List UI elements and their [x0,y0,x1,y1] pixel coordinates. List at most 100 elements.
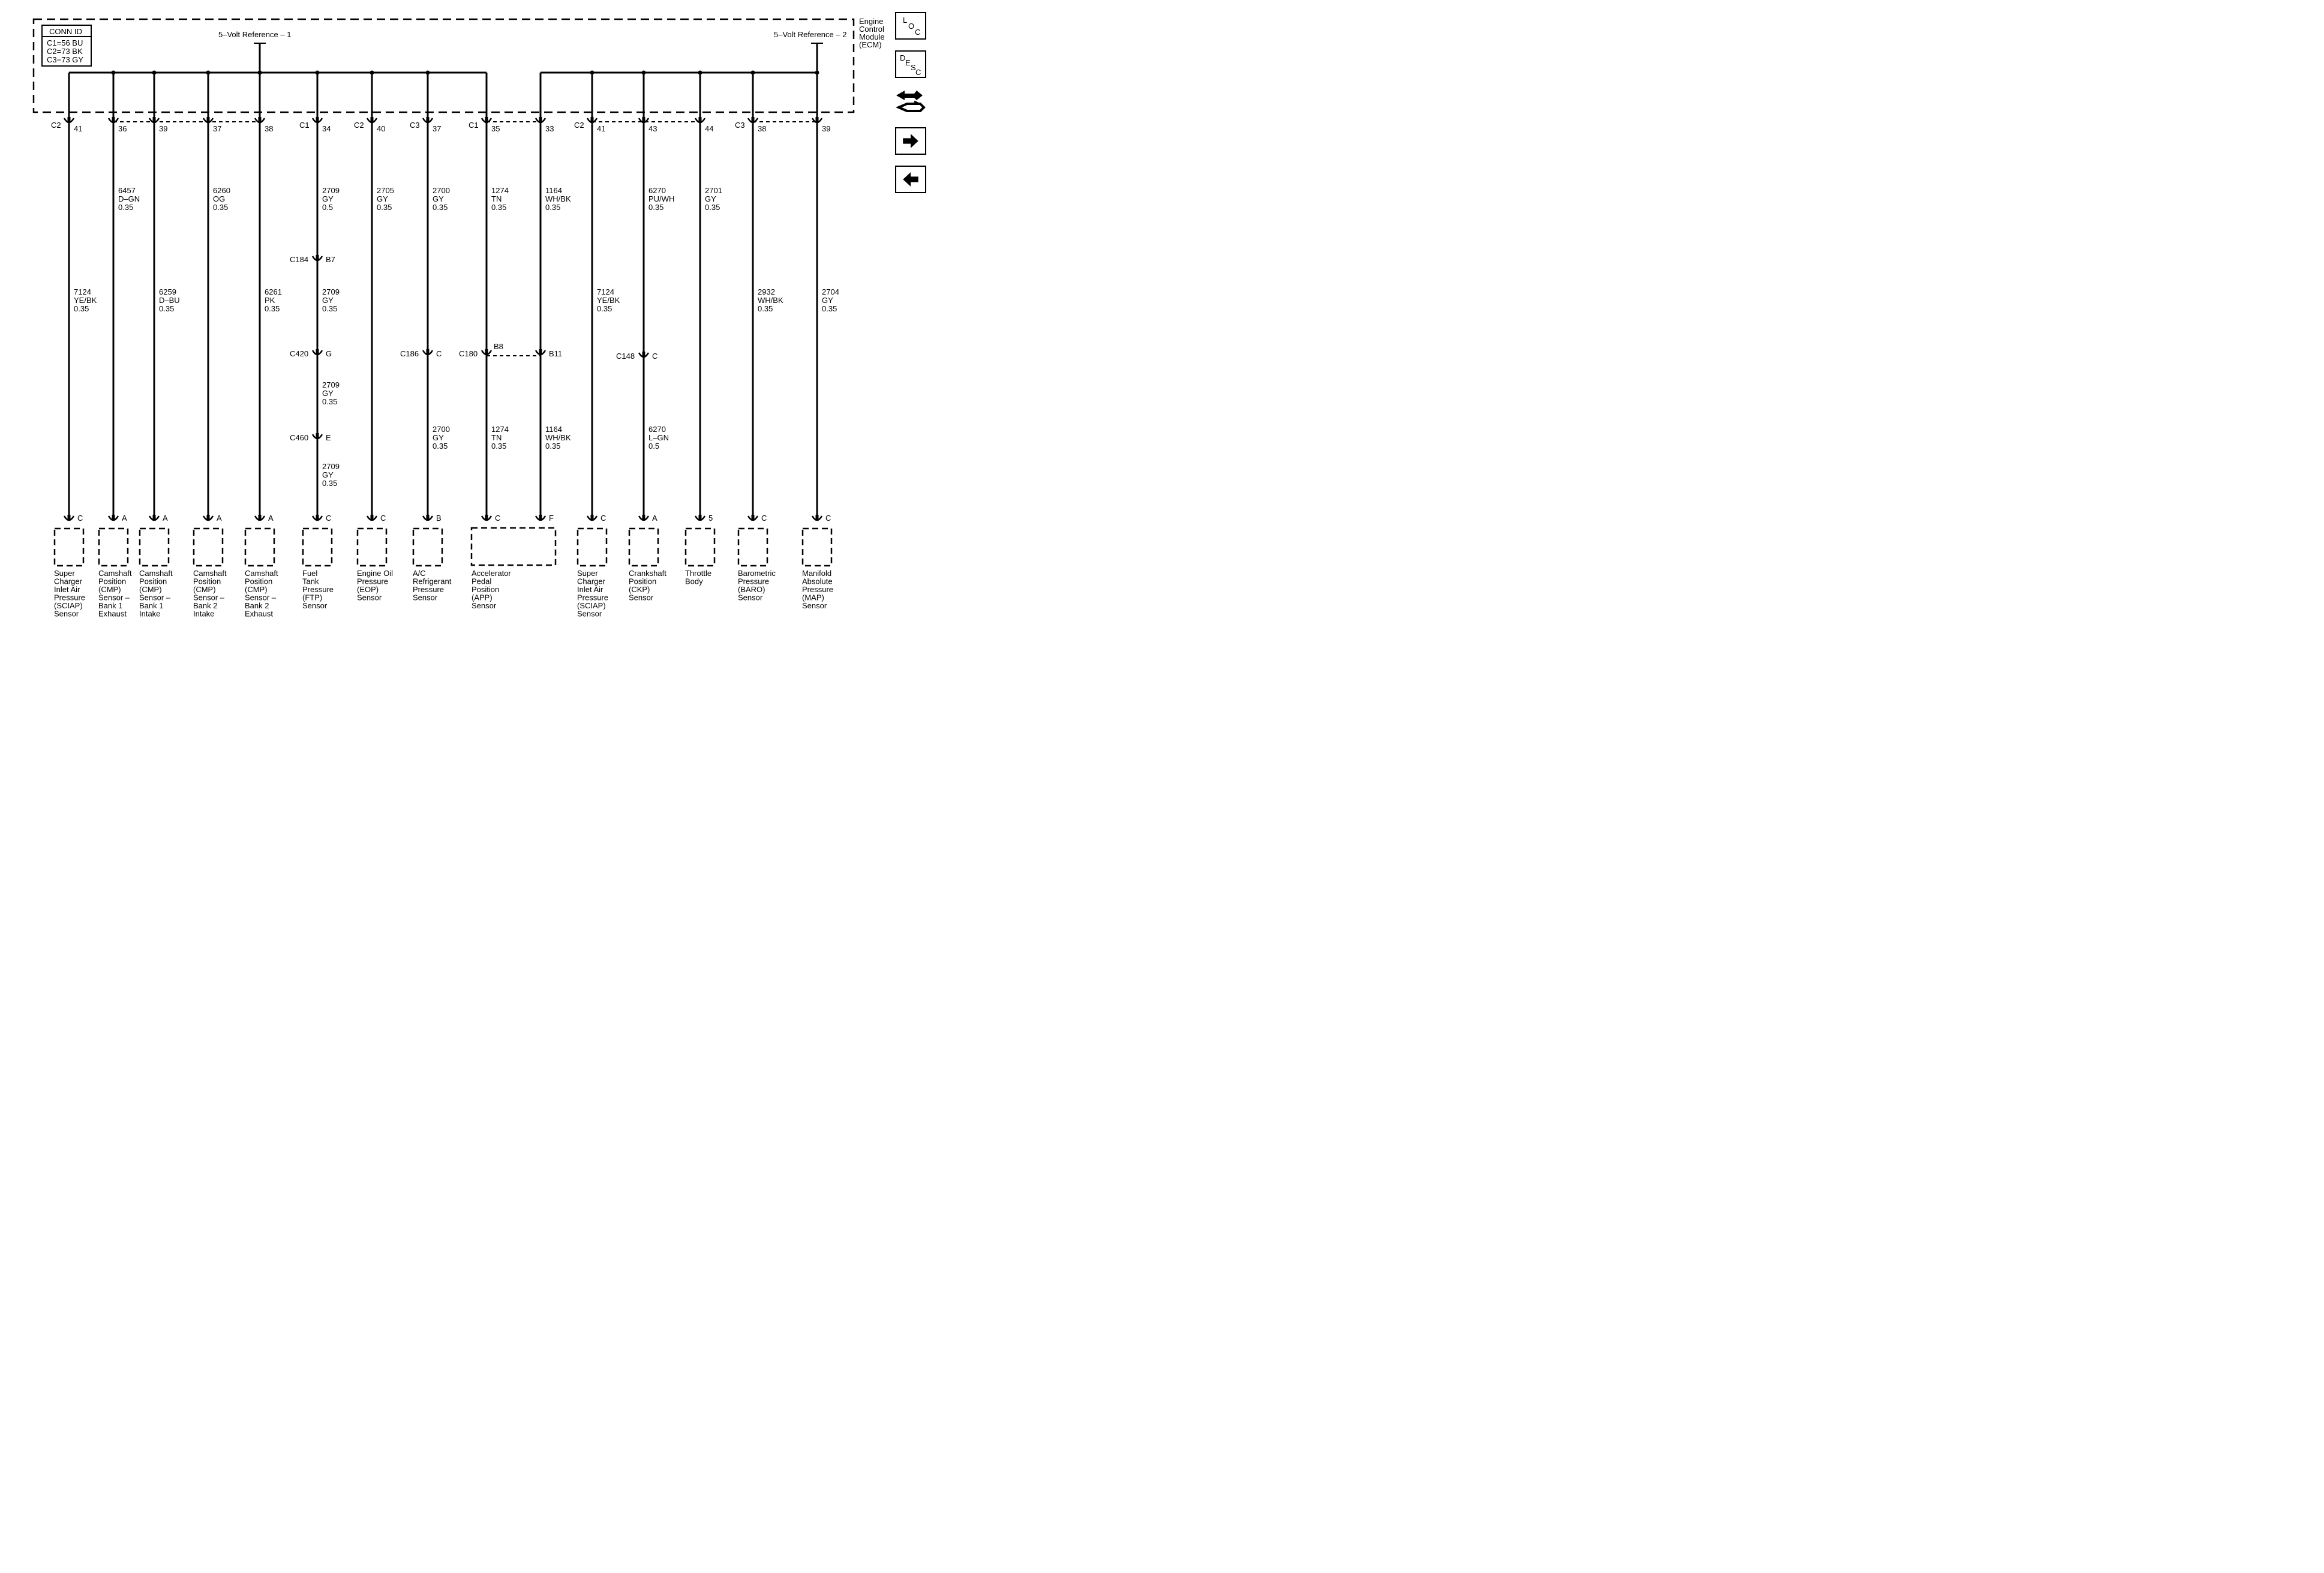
inline-connector [638,352,650,358]
sensor-name-line: Accelerator [472,569,511,578]
wire-label: 1164 [545,186,562,195]
splice-dot [425,70,430,75]
ecm-boundary [32,18,855,113]
ecm-connector-terminal [311,117,323,124]
circuit [356,70,388,567]
wire-label: 0.35 [322,397,337,406]
sensor-box [628,527,659,567]
sensor-name-line: Sensor [577,610,602,619]
sensor-connector-terminal [311,515,323,521]
schematic-icon[interactable] [894,87,927,117]
sensor-connector-terminal [747,515,759,521]
sensor-pin: A [217,514,222,523]
wire-label: 0.5 [322,203,333,212]
wire-label: 0.5 [648,442,659,451]
sensor-name-line: Intake [193,610,214,619]
ecm-connector-terminal [366,117,378,124]
inline-connector-id: C460 [290,433,308,442]
sensor-name-line: Absolute [802,577,833,586]
sensor-name-line: (EOP) [357,585,379,594]
ecm-pin-number: 33 [545,124,554,133]
ecm-connector-id: C1 [469,121,479,130]
wire-label: 0.35 [377,203,392,212]
conn-id-row: C1=56 BU [47,38,83,47]
sensor-name-line: Sensor [629,593,654,602]
sensor-pin: C [495,514,500,523]
circuit [577,70,608,567]
circuit [98,70,129,567]
sensor-connector-terminal [638,515,650,521]
sensor-box [193,527,224,567]
wiring-diagram: CONN ID C1=56 BU C2=73 BK C3=73 GY Engin… [32,17,885,619]
ecm-pin-number: 36 [118,124,127,133]
sensor-name-line: Pedal [472,577,491,586]
inline-connector [481,349,493,356]
wire-label: GY [433,433,444,442]
sensor-name-line: Camshaft [193,569,227,578]
previous-button[interactable] [895,166,926,193]
sensor-pin: C [380,514,386,523]
sensor-box [737,527,768,567]
sensor-name-line: (CMP) [193,585,216,594]
splice-dot [315,70,320,75]
ecm-label-line: (ECM) [859,40,882,49]
wire-label: GY [433,194,444,203]
sensor-name-line: Charger [577,577,606,586]
sensor-name-line: Bank 2 [245,601,269,610]
sensor-name-line: (SCIAP) [54,601,83,610]
ecm-pin-number: 37 [433,124,441,133]
ecm-connector-id: C1 [299,121,310,130]
inline-connector [535,349,547,356]
sensor-name-line: Sensor [357,593,382,602]
ecm-pin-number: 41 [74,124,82,133]
sensor-name-line: Sensor – [98,593,130,602]
ecm-pin-number: 39 [822,124,830,133]
sensor-pin: C [825,514,831,523]
sensor-name-line: Super [54,569,75,578]
splice-dot [370,70,374,75]
conn-id-title: CONN ID [49,27,82,36]
wire-label: 2700 [433,186,450,195]
inline-connector-id: C186 [400,349,419,358]
sensor-connector-terminal [366,515,378,521]
wire-label: 2709 [322,462,340,471]
sensor-name-line: (BARO) [738,585,765,594]
inline-connector-id: C148 [616,352,635,361]
wire-label: TN [491,194,502,203]
app-sensor-box [470,527,557,566]
wire-label: 0.35 [74,304,89,313]
wire-label: 2700 [433,425,450,434]
conn-id-box: CONN ID C1=56 BU C2=73 BK C3=73 GY [41,25,92,67]
ecm-pin-number: 38 [758,124,766,133]
sensor-box [244,527,275,567]
location-button[interactable]: L O C [895,12,926,40]
wire-label: OG [213,194,225,203]
sensor-name-line: Bank 2 [193,601,217,610]
inline-connector [422,349,434,356]
inline-connector [311,349,323,356]
splice-dot [111,70,116,75]
reference-2-label: 5–Volt Reference – 2 [774,30,846,39]
ecm-connector-id: C2 [574,121,584,130]
wire-label: GY [322,296,334,305]
sensor-connector-terminal [811,515,823,521]
sensor-box [412,527,443,567]
circuit [139,70,170,567]
wire-label: PK [265,296,275,305]
sensor-name-line: Charger [54,577,83,586]
wire-label: L–GN [648,433,669,442]
wire-label: 6261 [265,287,282,296]
sensor-name-line: Position [98,577,126,586]
reference-1-label: 5–Volt Reference – 1 [218,30,291,39]
wire-label: 0.35 [705,203,720,212]
ecm-connector-terminal [63,117,75,124]
description-button[interactable]: D E S C [895,50,926,78]
wire-label: 0.35 [213,203,228,212]
sensor-box [356,527,388,567]
sensor-pin: F [549,514,554,523]
sensor-name-line: Super [577,569,598,578]
inline-connector-id: C184 [290,255,308,264]
splice-dot [590,70,594,75]
sensor-pin: A [652,514,657,523]
next-button[interactable] [895,127,926,155]
